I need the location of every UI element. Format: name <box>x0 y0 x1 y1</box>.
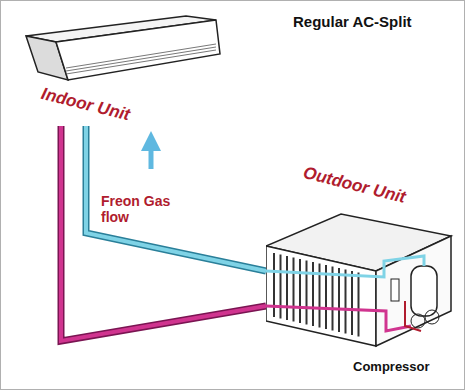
part-label: Compressor <box>353 359 443 374</box>
diagram-title: Regular AC-Split <box>293 13 412 30</box>
cold-pipe <box>86 126 266 271</box>
indoor-unit: Indoor Unit <box>16 6 221 126</box>
unit-label: Indoor Unit <box>39 84 132 125</box>
unit-label: Outdoor Unit <box>301 163 408 208</box>
pipe-outline <box>61 126 266 341</box>
flow-arrow <box>149 141 154 169</box>
hot-pipe <box>61 126 266 341</box>
outdoor-unit: Outdoor Unit <box>266 161 461 356</box>
pipe-outline <box>86 126 266 271</box>
flow-label: Freon Gas flow <box>101 193 181 225</box>
